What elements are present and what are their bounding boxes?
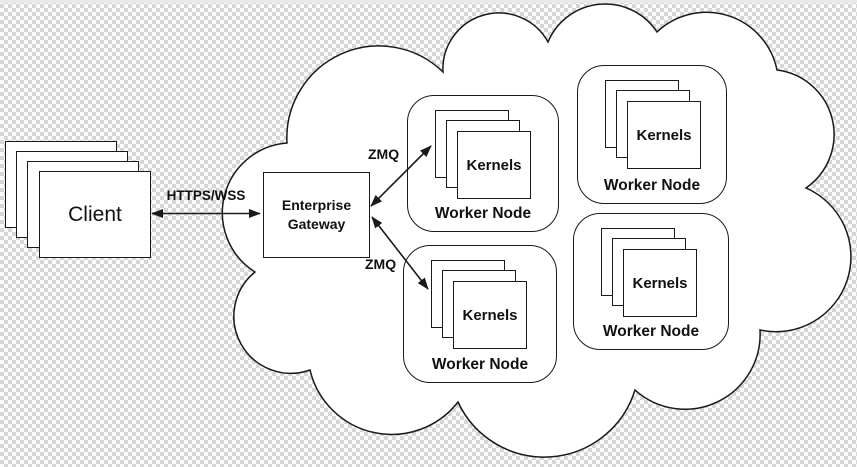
worker-node-label: Worker Node: [603, 177, 701, 194]
worker-node-label: Worker Node: [602, 323, 700, 340]
kernels-box: Kernels: [627, 101, 701, 169]
kernel-stack: Kernels: [601, 228, 697, 317]
worker-node-label: Worker Node: [434, 205, 532, 222]
worker-node-bottom-right: Kernels Worker Node: [573, 213, 729, 350]
gateway-label-line1: Enterprise: [281, 197, 352, 213]
kernels-label: Kernels: [632, 274, 688, 292]
worker-node-bottom-middle: Kernels Worker Node: [403, 245, 557, 383]
kernels-box: Kernels: [457, 131, 531, 199]
enterprise-gateway-node: Enterprise Gateway: [263, 172, 370, 258]
kernel-stack: Kernels: [435, 110, 531, 199]
https-wss-label: HTTPS/WSS: [166, 188, 246, 203]
client-node: Client: [39, 171, 151, 258]
zmq-top-label: ZMQ: [368, 146, 400, 162]
zmq-bottom-label: ZMQ: [365, 256, 397, 272]
worker-node-top-middle: Kernels Worker Node: [407, 95, 559, 232]
kernels-label: Kernels: [462, 306, 518, 324]
kernels-label: Kernels: [466, 156, 522, 174]
kernels-label: Kernels: [636, 126, 692, 144]
kernel-stack: Kernels: [605, 80, 701, 169]
worker-node-top-right: Kernels Worker Node: [577, 65, 727, 204]
top-strip: [0, 0, 857, 3]
worker-node-label: Worker Node: [431, 356, 529, 373]
kernels-box: Kernels: [453, 281, 527, 349]
kernel-stack: Kernels: [431, 260, 527, 349]
client-label: Client: [68, 202, 122, 226]
gateway-label-line2: Gateway: [287, 216, 346, 232]
kernels-box: Kernels: [623, 249, 697, 317]
